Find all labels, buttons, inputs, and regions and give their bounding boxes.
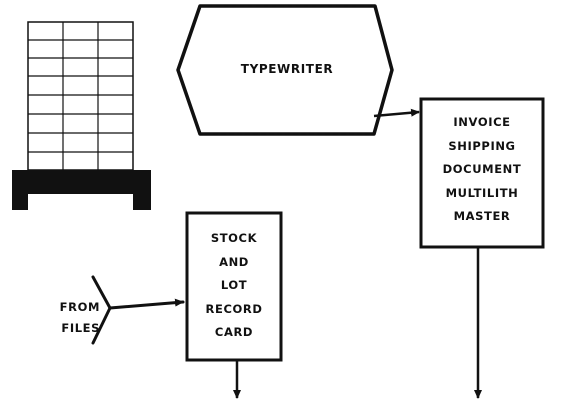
invoice-line: MASTER [453,209,511,223]
from-files-line: FROM [59,300,100,314]
invoice-line: MULTILITH [445,185,519,200]
invoice-line: SHIPPING [448,138,516,153]
stock-record-card-label: STOCK AND LOT RECORD CARD [187,227,281,345]
stock-card-line: AND [219,254,249,269]
from-files-label: FROM FILES [30,297,100,339]
typewriter-label: TYPEWRITER [240,62,334,76]
from-files-connector [91,275,185,345]
pallet-stack-icon [12,21,151,210]
arrow-typewriter-to-invoice [373,108,420,118]
invoice-line: DOCUMENT [442,162,522,176]
invoice-document-box [419,97,545,249]
stock-card-line: CARD [214,325,254,339]
invoice-document-label: INVOICE SHIPPING DOCUMENT MULTILITH MAST… [421,111,543,229]
stock-card-line: RECORD [205,301,263,316]
stock-record-card-box [185,211,283,362]
stock-card-line: LOT [220,278,248,292]
typewriter-node [176,4,394,136]
stock-card-line: STOCK [210,231,258,245]
from-files-line: FILES [61,321,100,335]
invoice-line: INVOICE [453,115,511,129]
